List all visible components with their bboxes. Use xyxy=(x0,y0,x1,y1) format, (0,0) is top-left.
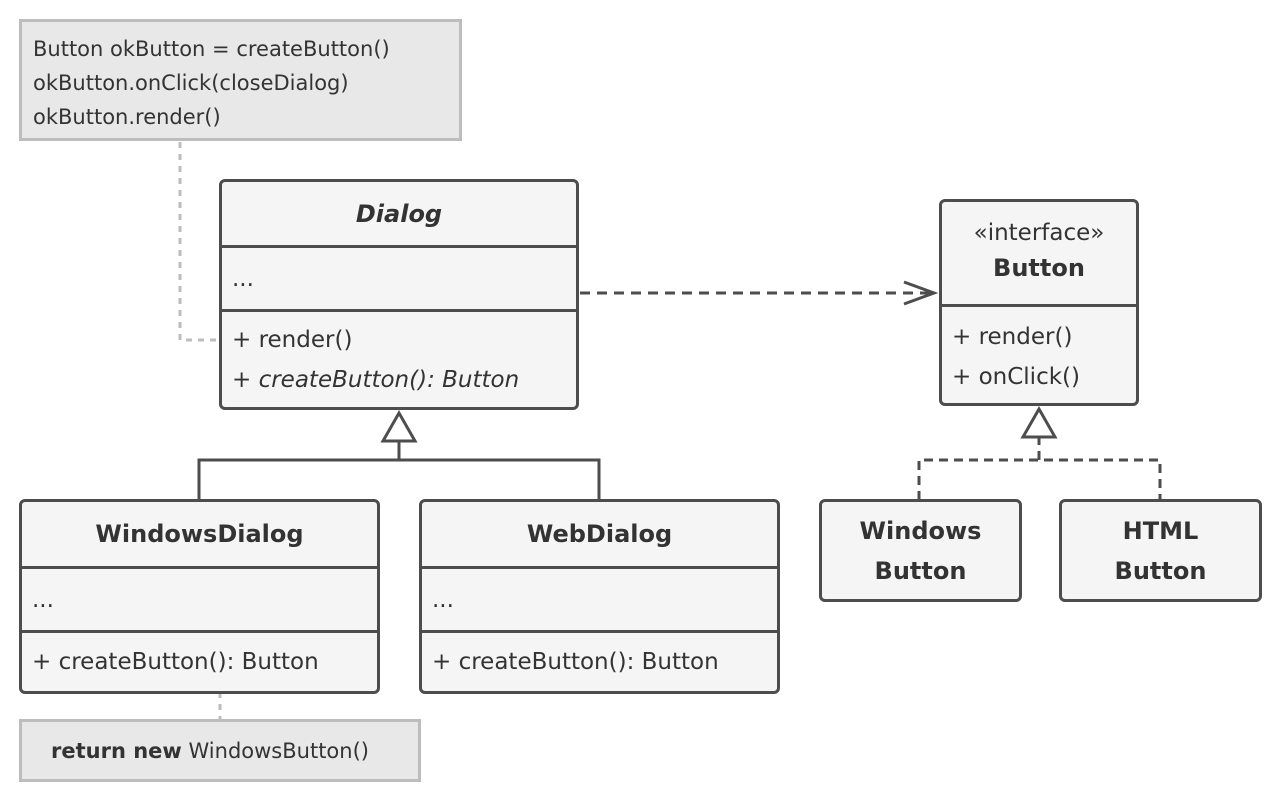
class-html-button: HTML Button xyxy=(1059,499,1262,602)
class-dialog-fields: ... xyxy=(222,245,576,309)
interface-button-methods: + render() + onClick() xyxy=(942,304,1136,403)
class-windows-dialog-name: WindowsDialog xyxy=(95,520,304,548)
class-windows-dialog: WindowsDialog ... + createButton(): Butt… xyxy=(19,499,380,694)
note-line-2: okButton.onClick(closeDialog) xyxy=(33,71,349,95)
inheritance-arrow-head xyxy=(380,409,418,443)
inheritance-connector xyxy=(197,441,601,500)
class-dialog-header: Dialog xyxy=(222,182,576,245)
class-windows-button-name-line-2: Button xyxy=(874,556,967,585)
interface-button: «interface» Button + render() + onClick(… xyxy=(939,199,1139,406)
note-dialog-render: Button okButton = createButton() okButto… xyxy=(19,19,462,141)
interface-button-method-onclick: + onClick() xyxy=(952,364,1080,390)
class-dialog-fields-text: ... xyxy=(232,265,254,292)
note-windows-dialog: return new WindowsButton() xyxy=(19,719,421,782)
class-web-dialog-header: WebDialog xyxy=(422,502,777,566)
interface-button-stereotype: «interface» xyxy=(973,220,1105,246)
class-windows-button-name-line-1: Windows xyxy=(859,516,982,545)
class-web-dialog-fields-text: ... xyxy=(432,586,454,613)
class-windows-dialog-header: WindowsDialog xyxy=(22,502,377,566)
class-html-button-header: HTML Button xyxy=(1062,502,1259,599)
class-windows-button-header: Windows Button xyxy=(822,502,1019,599)
note-windows-dialog-expression: WindowsButton() xyxy=(188,738,369,763)
interface-button-method-render: + render() xyxy=(952,324,1073,350)
realization-connector xyxy=(917,437,1162,500)
class-html-button-name-line-2: Button xyxy=(1114,556,1207,585)
realization-arrow-head xyxy=(1020,405,1058,439)
class-dialog-name: Dialog xyxy=(355,199,443,228)
interface-button-header: «interface» Button xyxy=(942,202,1136,304)
class-web-dialog-method-create-button: + createButton(): Button xyxy=(432,649,719,675)
class-windows-dialog-fields: ... xyxy=(22,566,377,630)
class-web-dialog: WebDialog ... + createButton(): Button xyxy=(419,499,780,694)
class-web-dialog-fields: ... xyxy=(422,566,777,630)
note-line-1: Button okButton = createButton() xyxy=(33,37,390,61)
dependency-arrow-head xyxy=(903,280,939,306)
class-html-button-name-line-1: HTML xyxy=(1122,516,1199,545)
interface-button-name: Button xyxy=(993,254,1085,282)
class-windows-button: Windows Button xyxy=(819,499,1022,602)
note-windows-dialog-text: return new WindowsButton() xyxy=(51,734,369,768)
note-line-3: okButton.render() xyxy=(33,105,221,129)
class-windows-dialog-fields-text: ... xyxy=(32,586,54,613)
class-windows-dialog-method-create-button: + createButton(): Button xyxy=(32,649,319,675)
class-windows-dialog-methods: + createButton(): Button xyxy=(22,630,377,691)
class-dialog-method-create-button: + createButton(): Button xyxy=(232,367,520,393)
note-link-dialog xyxy=(178,142,218,342)
class-web-dialog-name: WebDialog xyxy=(526,520,673,548)
class-dialog-method-render: + render() xyxy=(232,327,353,353)
class-dialog-methods: + render() + createButton(): Button xyxy=(222,309,576,407)
class-web-dialog-methods: + createButton(): Button xyxy=(422,630,777,691)
class-dialog: Dialog ... + render() + createButton(): … xyxy=(219,179,579,410)
note-windows-dialog-keyword: return new xyxy=(51,738,182,763)
